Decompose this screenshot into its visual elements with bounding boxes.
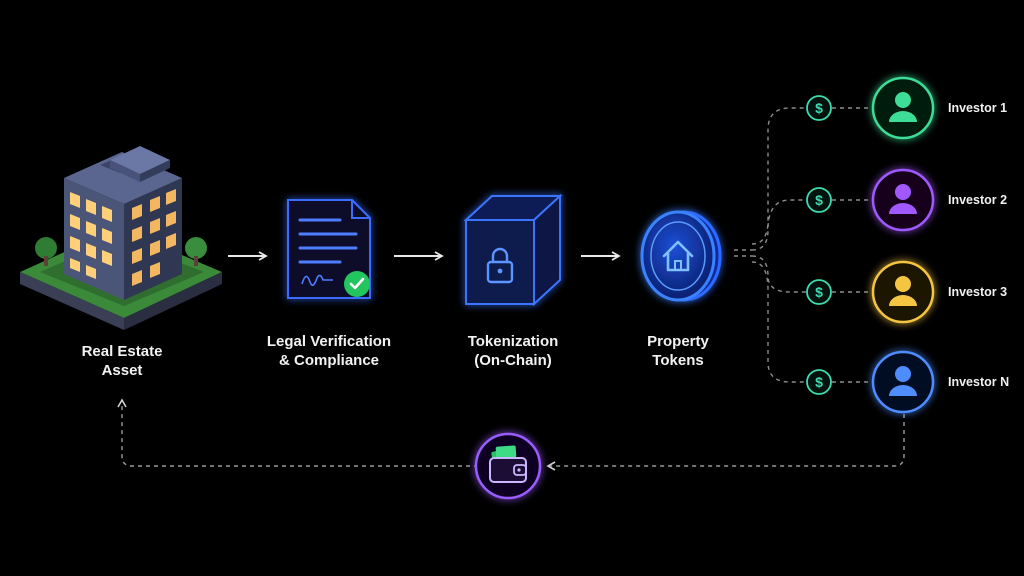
wallet-icon xyxy=(474,432,542,500)
investor-label-3: Investor 3 xyxy=(948,285,1008,299)
stage-label-real-estate: Real Estate Asset xyxy=(62,342,182,380)
investor-avatar-4 xyxy=(871,350,935,414)
investor-avatar-1 xyxy=(871,76,935,140)
dollar-icon-4: $ xyxy=(806,369,832,395)
lock-cube-icon xyxy=(463,193,563,307)
distribution-lines xyxy=(734,107,870,383)
stage-label-tokenization: Tokenization (On-Chain) xyxy=(443,332,583,370)
dollar-icon-2: $ xyxy=(806,187,832,213)
dollar-icon-1: $ xyxy=(806,95,832,121)
return-line-left xyxy=(117,398,478,467)
property-token-icon xyxy=(640,210,722,302)
check-badge-icon xyxy=(344,271,370,297)
investor-avatar-2 xyxy=(871,168,935,232)
return-line-right xyxy=(546,414,905,471)
dollar-symbol: $ xyxy=(815,192,823,208)
stage-label-line: Tokenization xyxy=(467,333,559,350)
investor-label-4: Investor N xyxy=(948,375,1010,389)
dollar-symbol: $ xyxy=(815,374,823,390)
stage-label-line: & Compliance xyxy=(278,352,380,369)
dollar-icon-3: $ xyxy=(806,279,832,305)
dollar-symbol: $ xyxy=(815,100,823,116)
investor-avatar-3 xyxy=(871,260,935,324)
investor-label-1: Investor 1 xyxy=(948,101,1008,115)
stage-label-property-tokens: Property Tokens xyxy=(618,332,738,370)
stage-label-line: Real Estate xyxy=(81,343,163,360)
stage-label-line: (On-Chain) xyxy=(474,352,552,369)
stage-label-line: Tokens xyxy=(652,352,704,369)
stage-label-line: Asset xyxy=(101,362,143,379)
investor-label-2: Investor 2 xyxy=(948,193,1008,207)
building-icon xyxy=(20,146,222,330)
stage-label-line: Property xyxy=(647,333,709,350)
stage-label-legal: Legal Verification & Compliance xyxy=(249,332,409,370)
dollar-symbol: $ xyxy=(815,284,823,300)
stage-label-line: Legal Verification xyxy=(266,333,392,350)
